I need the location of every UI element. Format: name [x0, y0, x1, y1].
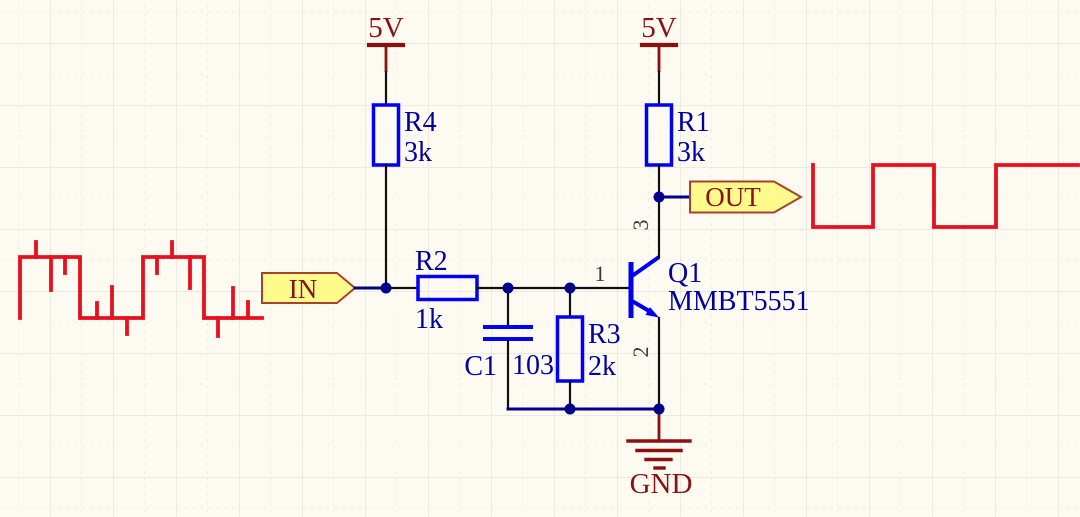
- junction-dot: [653, 403, 665, 415]
- resistor-value: 3k: [677, 137, 705, 168]
- pin-number-collector: 3: [628, 220, 653, 231]
- resistor-r1: R1 3k: [644, 103, 710, 199]
- resistor-r2: R2 1k: [384, 246, 631, 335]
- resistor-value: 3k: [404, 137, 432, 168]
- waveform-trace: [18, 255, 264, 320]
- junction-dot: [564, 282, 576, 294]
- resistor-ref: R4: [404, 107, 437, 138]
- transistor-emitter-stroke: [630, 299, 652, 314]
- pin-number-emitter: 2: [628, 347, 653, 358]
- resistor-value: 1k: [415, 304, 443, 335]
- transistor-q1: 1 3 2 Q1 MMBT5551: [595, 195, 810, 411]
- capacitor-c1: C1 103: [464, 286, 554, 411]
- resistor-ref: R1: [677, 107, 710, 138]
- resistor-r4: R4 3k: [371, 103, 437, 290]
- junction-dot: [380, 282, 392, 294]
- output-clean-waveform: [811, 163, 1080, 229]
- port-out: OUT: [657, 180, 804, 214]
- port-out-label: OUT: [705, 182, 761, 212]
- power-5v-left: 5V: [366, 12, 406, 107]
- gnd-label: GND: [630, 468, 693, 500]
- port-in-shape: [261, 272, 357, 304]
- transistor-value: MMBT5551: [668, 286, 810, 317]
- junction-dot: [653, 191, 665, 203]
- input-noisy-waveform: [18, 240, 264, 338]
- power-5v-right-label: 5V: [641, 12, 677, 44]
- power-5v-left-label: 5V: [368, 12, 404, 44]
- gnd-symbol: GND: [626, 409, 693, 500]
- port-in-label: IN: [289, 274, 318, 304]
- junction-dot: [502, 282, 514, 294]
- port-in: IN: [261, 272, 388, 304]
- junction-dots: [380, 191, 665, 415]
- waveform-trace: [811, 163, 1080, 229]
- pin-number-base: 1: [595, 261, 606, 286]
- transistor-ref: Q1: [668, 258, 702, 289]
- emitter-arrow-icon: [645, 307, 659, 318]
- capacitor-value: 103: [512, 350, 554, 381]
- power-5v-right: 5V: [639, 12, 679, 107]
- transistor-collector-stroke: [630, 255, 661, 278]
- junction-dot: [564, 403, 576, 415]
- resistor-ref: R2: [415, 246, 448, 277]
- resistor-r3: R3 2k: [555, 286, 621, 411]
- resistor-ref: R3: [588, 319, 621, 350]
- port-out-shape: [689, 180, 804, 214]
- resistor-value: 2k: [588, 351, 616, 382]
- capacitor-ref: C1: [464, 351, 497, 382]
